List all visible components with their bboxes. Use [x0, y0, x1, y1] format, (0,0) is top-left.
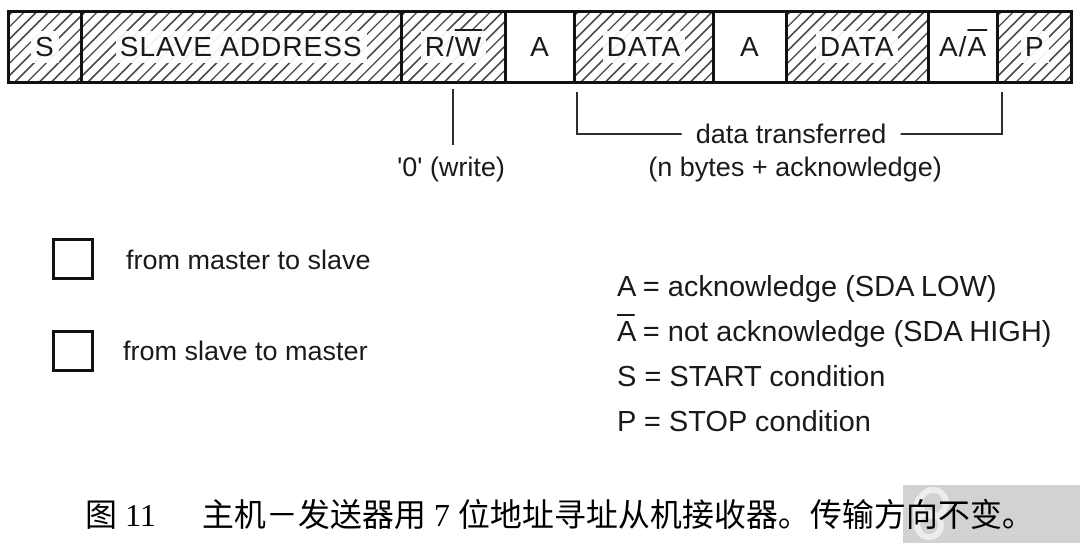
ack-nack-box-label: A/A	[935, 31, 992, 63]
slave-address-box-label: SLAVE ADDRESS	[115, 31, 367, 63]
ack-box-2-label: A	[735, 31, 764, 63]
read-write-box-label: R/W	[420, 31, 487, 63]
legend-slave-to-master-label: from slave to master	[123, 336, 368, 366]
transfer-bracket-right-tick	[1001, 92, 1003, 135]
start-box-label: S	[30, 31, 59, 63]
start-box: S	[10, 13, 83, 81]
figure-number: 图 11	[85, 497, 156, 533]
figure-caption-text: 主机－发送器用 7 位地址寻址从机接收器。传输方向不变。	[201, 497, 1034, 533]
stop-box: P	[999, 13, 1070, 81]
ack-box-1-label: A	[526, 31, 554, 63]
ack-nack-box: A/A	[929, 13, 1000, 81]
data-box-1: DATA	[575, 13, 715, 81]
watermark-logo-icon	[913, 487, 949, 540]
byte-frame-row: S SLAVE ADDRESS R/W A DATA A DATA A/A P	[7, 10, 1073, 84]
transfer-bracket-left-tick	[576, 92, 578, 135]
definition-nack: A = not acknowledge (SDA HIGH)	[617, 316, 1052, 348]
legend-hatched-swatch	[52, 238, 94, 280]
slave-address-box: SLAVE ADDRESS	[82, 13, 403, 81]
data-box-2-label: DATA	[815, 31, 899, 63]
stop-box-label: P	[1020, 31, 1049, 63]
read-write-box: R/W	[402, 13, 508, 81]
definition-ack: A = acknowledge (SDA LOW)	[617, 271, 997, 303]
data-box-2: DATA	[787, 13, 930, 81]
abbreviation-definitions: A = acknowledge (SDA LOW) A = not acknow…	[617, 265, 1051, 445]
figure-caption: 图 11 主机－发送器用 7 位地址寻址从机接收器。传输方向不变。	[85, 495, 1034, 535]
legend-master-to-slave-label: from master to slave	[126, 245, 371, 275]
transfer-label-line1: data transferred	[681, 119, 901, 149]
ack-box-2: A	[715, 13, 788, 81]
legend-white-swatch	[52, 330, 94, 372]
watermark-box	[903, 485, 1080, 543]
write-value-label: '0' (write)	[397, 152, 505, 182]
write-pointer-line	[452, 89, 454, 145]
transfer-label-line2: (n bytes + acknowledge)	[648, 152, 942, 182]
definition-stop: P = STOP condition	[617, 406, 871, 438]
data-box-1-label: DATA	[602, 31, 686, 63]
ack-box-1: A	[507, 13, 576, 81]
definition-start: S = START condition	[617, 361, 886, 393]
